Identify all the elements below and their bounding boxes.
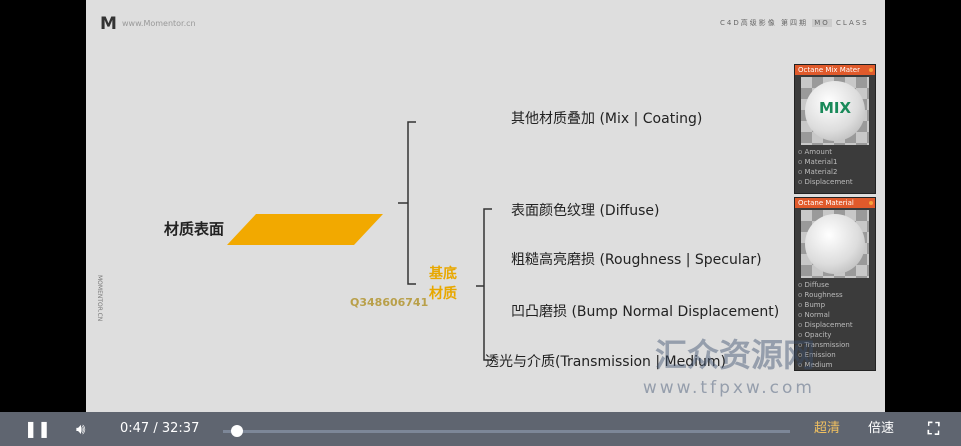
course-title: C4D高级影像 第四期 [720, 19, 808, 27]
time-separator: / [153, 421, 158, 436]
node-port: Displacement [795, 177, 875, 187]
node-port: Displacement [795, 320, 875, 330]
main-label: 材质表面 [164, 220, 225, 238]
logo: M [100, 14, 117, 34]
mix-material-node: Octane Mix Mater MIX Amount Material1 Ma… [794, 64, 876, 194]
mix-label: MIX [818, 99, 852, 117]
material-preview: MIX [801, 77, 869, 145]
class-label: CLASS [836, 19, 869, 27]
parallelogram-shape [227, 214, 383, 245]
progress-bar[interactable] [223, 430, 790, 433]
bracket-top [398, 121, 416, 285]
node-port: Material2 [795, 167, 875, 177]
list-item: 透光与介质(Transmission | Medium) [485, 354, 726, 370]
node-port: Emission [795, 350, 875, 360]
node-port: Bump [795, 300, 875, 310]
player-controls: ❚❚ 🔊︎ 0:47 / 32:37 超清 倍速 ⛶ [0, 412, 961, 446]
node-port: Medium [795, 360, 875, 370]
watermark-url: www.tfpxw.com [642, 378, 815, 398]
site-url: www.Momentor.cn [122, 19, 196, 28]
node-title: Octane Material [795, 198, 875, 208]
node-port: Material1 [795, 157, 875, 167]
mo-badge: MO [812, 19, 832, 27]
bracket-bottom [476, 208, 492, 361]
node-port: Amount [795, 147, 875, 157]
course-header: C4D高级影像 第四期 MO CLASS [720, 18, 869, 28]
node-port: Diffuse [795, 280, 875, 290]
base-label: 基底材质 [429, 266, 457, 302]
material-preview [801, 210, 869, 278]
video-frame[interactable]: M www.Momentor.cn C4D高级影像 第四期 MO CLASS M… [86, 0, 885, 412]
node-port: Normal [795, 310, 875, 320]
vertical-text: MOMENTOR.CN [96, 275, 103, 322]
quality-button[interactable]: 超清 [814, 421, 841, 436]
duration: 32:37 [161, 421, 200, 436]
diagram-lines [227, 121, 492, 361]
node-title: Octane Mix Mater [795, 65, 875, 75]
volume-icon[interactable]: 🔊︎ [76, 420, 86, 438]
node-port: Roughness [795, 290, 875, 300]
watermark-text: 汇众资源网 [654, 336, 815, 374]
octane-material-node: Octane Material Diffuse Roughness Bump N… [794, 197, 876, 371]
progress-handle[interactable] [230, 425, 243, 437]
pause-icon[interactable]: ❚❚ [24, 419, 51, 438]
list-item: 凹凸磨损 (Bump Normal Displacement) [511, 304, 780, 320]
top-item: 其他材质叠加 (Mix | Coating) [511, 111, 703, 127]
fullscreen-icon[interactable]: ⛶ [928, 419, 940, 438]
list-item: 粗糙高亮磨损 (Roughness | Specular) [511, 252, 762, 268]
time-display: 0:47 / 32:37 [120, 412, 199, 446]
list-item: 表面颜色纹理 (Diffuse) [511, 203, 660, 219]
qq-number: Q348606741 [350, 296, 429, 309]
current-time: 0:47 [120, 421, 150, 436]
node-port: Opacity [795, 330, 875, 340]
node-port: Transmission [795, 340, 875, 350]
speed-button[interactable]: 倍速 [868, 421, 895, 436]
